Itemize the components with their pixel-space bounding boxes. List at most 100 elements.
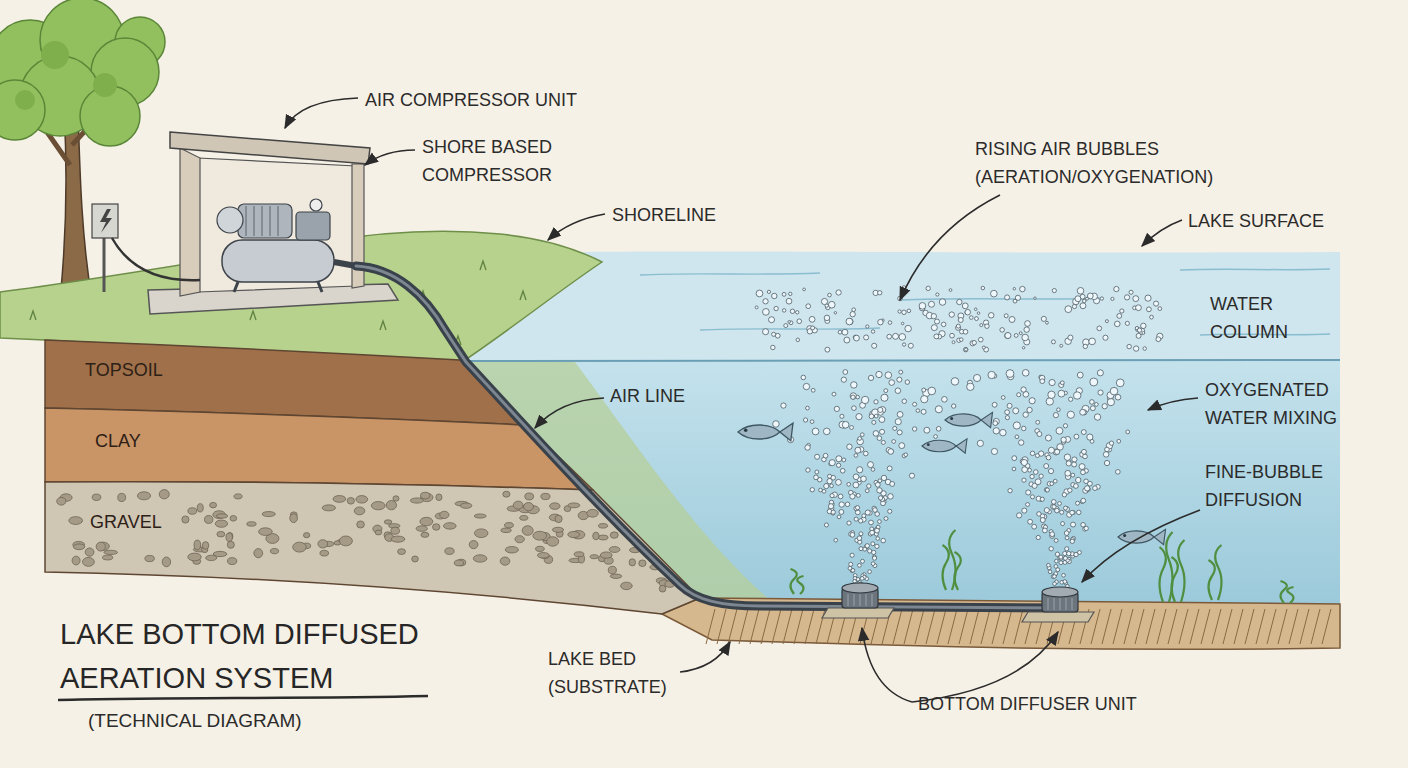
air-bubble bbox=[1072, 457, 1077, 462]
gravel-pebble bbox=[210, 502, 217, 507]
gravel-pebble bbox=[550, 503, 560, 510]
air-bubble bbox=[1071, 522, 1076, 527]
air-bubble bbox=[1022, 508, 1027, 513]
air-bubble bbox=[811, 388, 815, 392]
air-bubble bbox=[1107, 398, 1114, 405]
air-bubble bbox=[959, 338, 963, 342]
air-bubble bbox=[859, 532, 863, 536]
callout-label: OXYGENATED WATER MIXING bbox=[1205, 376, 1355, 432]
air-bubble bbox=[860, 433, 864, 437]
fish bbox=[738, 423, 793, 441]
bottom-diffuser bbox=[848, 594, 872, 606]
air-bubble bbox=[1055, 552, 1059, 556]
air-bubble bbox=[889, 380, 895, 386]
lake-bed-hatching bbox=[1256, 609, 1265, 644]
gravel-pebble bbox=[85, 548, 94, 556]
air-bubble bbox=[806, 304, 811, 309]
air-bubble bbox=[872, 420, 876, 424]
air-bubble bbox=[1087, 434, 1093, 440]
air-bubble bbox=[992, 402, 997, 407]
air-bubble bbox=[806, 468, 810, 472]
air-bubble bbox=[1082, 449, 1087, 454]
air-bubble bbox=[1028, 519, 1033, 524]
air-bubble bbox=[824, 315, 829, 320]
air-bubble bbox=[874, 400, 878, 404]
gravel-pebble bbox=[227, 558, 236, 565]
air-bubble bbox=[884, 389, 888, 393]
air-bubble bbox=[796, 338, 800, 342]
air-bubble bbox=[1065, 536, 1069, 540]
air-bubble bbox=[935, 406, 942, 413]
gravel-pebble bbox=[393, 496, 399, 501]
air-bubble bbox=[1052, 288, 1056, 292]
electrical-box bbox=[112, 238, 200, 280]
gravel-pebble bbox=[391, 527, 400, 534]
aquatic-plant bbox=[1178, 540, 1184, 602]
air-bubble bbox=[1066, 461, 1071, 466]
fish bbox=[927, 443, 930, 446]
gravel-pebble bbox=[599, 535, 609, 540]
gravel-pebble bbox=[533, 531, 547, 540]
lake-bed-hatching bbox=[750, 609, 759, 644]
air-bubble bbox=[789, 292, 792, 295]
aquatic-plant bbox=[791, 569, 797, 594]
air-bubble bbox=[1035, 479, 1041, 485]
lake-bed-hatching bbox=[1113, 609, 1122, 644]
gravel-pebble bbox=[102, 555, 112, 560]
air-bubble bbox=[1071, 473, 1075, 477]
air-bubble bbox=[832, 392, 836, 396]
air-bubble bbox=[1017, 393, 1021, 397]
air-bubble bbox=[837, 515, 841, 519]
air-bubble bbox=[844, 337, 850, 343]
gravel-pebble bbox=[197, 504, 203, 512]
lake-bed-hatching bbox=[706, 609, 1331, 644]
air-bubble bbox=[922, 388, 926, 392]
air-bubble bbox=[1021, 387, 1026, 392]
air-bubble bbox=[1078, 550, 1082, 554]
air-bubble bbox=[1050, 532, 1055, 537]
air-bubble bbox=[1026, 503, 1030, 507]
air-bubble bbox=[1053, 479, 1057, 483]
air-bubble bbox=[1013, 422, 1020, 429]
gravel-pebble bbox=[598, 524, 607, 528]
gravel-pebble bbox=[188, 553, 201, 561]
air-bubble bbox=[1156, 337, 1161, 342]
air-bubble bbox=[836, 463, 840, 467]
lake-bed-hatching bbox=[761, 609, 770, 644]
gravel-pebble bbox=[460, 503, 471, 508]
gravel-pebble bbox=[568, 531, 580, 537]
air-bubble bbox=[865, 510, 870, 515]
air-bubble bbox=[928, 387, 936, 395]
air-bubble bbox=[1013, 287, 1016, 290]
air-bubble bbox=[1022, 347, 1024, 349]
gravel-pebble bbox=[206, 555, 217, 560]
air-bubble bbox=[852, 308, 856, 312]
air-bubble bbox=[1097, 326, 1102, 331]
air-bubble bbox=[1060, 510, 1064, 514]
air-bubble bbox=[847, 521, 851, 525]
air-bubble bbox=[1077, 510, 1081, 514]
air-bubble bbox=[899, 443, 905, 449]
gravel-pebble bbox=[639, 560, 646, 567]
air-bubble bbox=[878, 319, 883, 324]
air-bubble bbox=[834, 538, 838, 542]
air-bubble bbox=[1058, 390, 1065, 397]
air-bubble bbox=[1110, 387, 1118, 395]
air-bubble bbox=[897, 377, 902, 382]
gravel-pebble bbox=[318, 540, 328, 548]
air-bubble bbox=[1059, 561, 1063, 565]
air-bubble bbox=[1055, 449, 1060, 454]
leader-arrow bbox=[680, 642, 730, 672]
air-bubble bbox=[1081, 498, 1086, 503]
aquatic-plant bbox=[797, 576, 803, 594]
gravel-pebble bbox=[96, 542, 105, 551]
air-bubble bbox=[1044, 464, 1049, 469]
air-bubble bbox=[1022, 370, 1029, 377]
lake-bed-hatching bbox=[959, 609, 968, 644]
air-bubble bbox=[942, 397, 948, 403]
air-compressor bbox=[238, 204, 292, 238]
fish bbox=[922, 439, 967, 453]
gravel-pebble bbox=[69, 517, 83, 525]
gravel-pebble bbox=[234, 494, 242, 499]
air-bubble bbox=[869, 414, 874, 419]
